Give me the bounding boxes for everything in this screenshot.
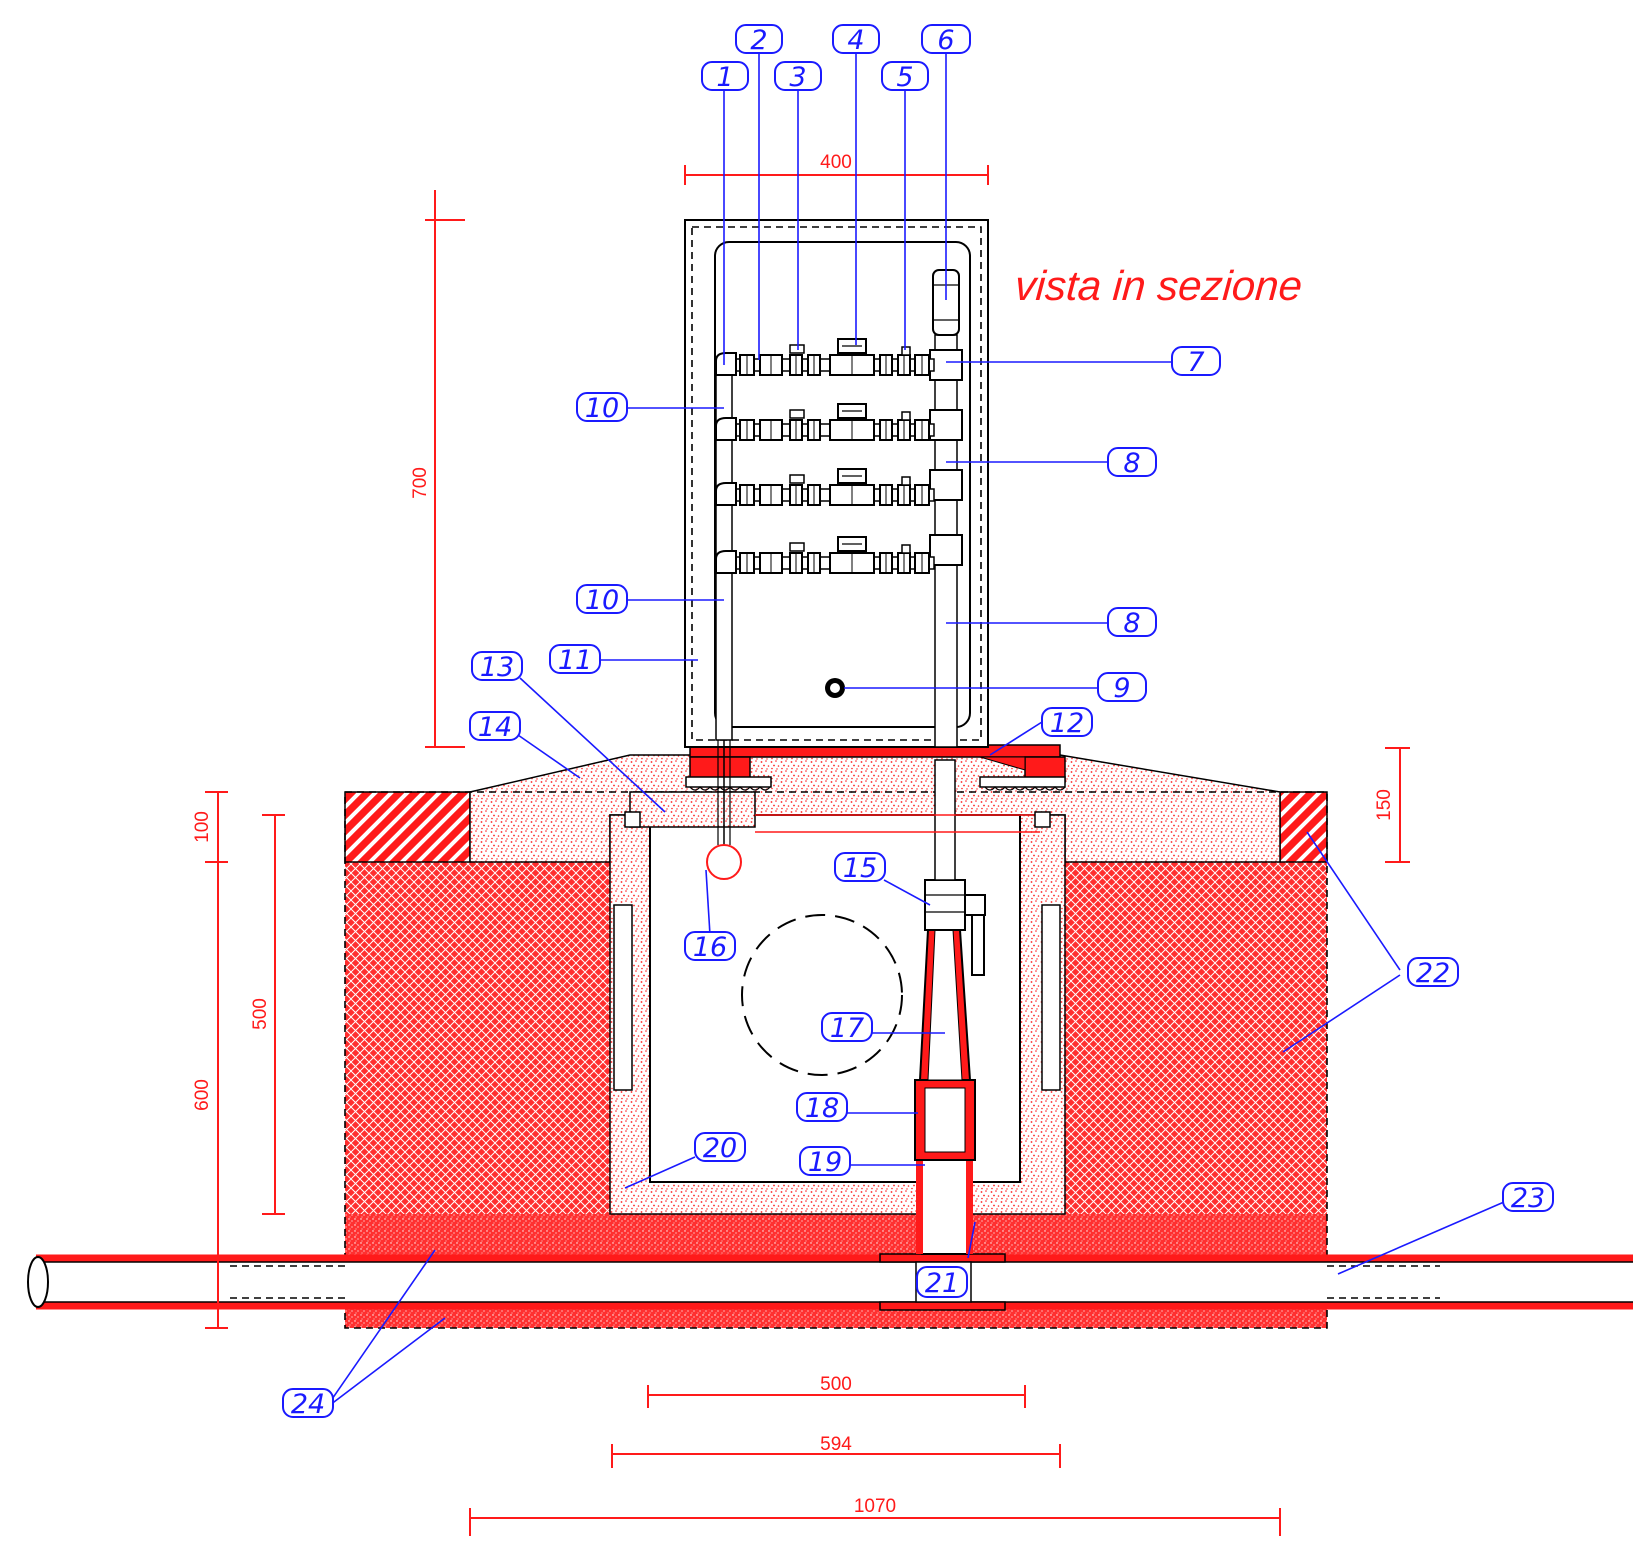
callout-1-text: 1 [716,62,733,93]
callout-10-lower-text: 10 [585,585,619,616]
callout-2: 2 [735,24,783,56]
branch-rows [715,338,935,574]
callout-8-upper-text: 8 [1123,448,1140,479]
branch-row [715,403,935,441]
callout-2-text: 2 [750,25,767,56]
callout-23-text: 23 [1511,1183,1545,1214]
drain-hole [706,844,742,880]
branch-row [715,338,935,376]
callout-12: 12 [1041,707,1093,739]
callout-9-text: 9 [1113,673,1130,704]
dim-1070: 1070 [854,1496,896,1517]
dim-500-vertical: 500 [250,998,271,1030]
callout-7: 7 [1171,346,1221,378]
callout-20: 20 [694,1132,746,1164]
callout-4: 4 [832,24,880,56]
callout-24-text: 24 [291,1389,325,1420]
callout-20-text: 20 [703,1133,737,1164]
callout-7-text: 7 [1187,347,1204,378]
callout-5-text: 5 [896,62,913,93]
callout-11-text: 11 [558,645,592,676]
riser-assembly [914,759,986,1255]
callout-18-text: 18 [805,1093,839,1124]
callout-9: 9 [1097,672,1147,704]
dim-150: 150 [1374,789,1395,821]
view-title: vista in sezione [1013,262,1303,309]
callout-6: 6 [921,24,971,56]
callout-14: 14 [469,711,521,743]
callout-19-text: 19 [808,1147,842,1178]
callout-21: 21 [916,1266,968,1299]
callout-17-text: 17 [830,1013,864,1044]
callout-leaders [329,52,1505,1406]
dim-700: 700 [410,467,431,499]
callout-14-text: 14 [478,712,512,743]
manifold [715,269,963,845]
dimension-labels: 400 700 100 600 500 150 500 594 1070 [192,152,1395,1517]
dim-600: 600 [192,1079,213,1111]
callout-22: 22 [1407,957,1459,989]
branch-row [715,468,935,506]
callout-4-text: 4 [847,25,864,56]
callout-17: 17 [821,1012,873,1044]
callout-8-upper: 8 [1107,447,1157,479]
callout-5: 5 [881,61,929,93]
callout-24: 24 [282,1388,334,1420]
dim-594: 594 [820,1434,852,1455]
dim-500-horizontal: 500 [820,1374,852,1395]
callout-15: 15 [834,852,886,884]
callout-10-upper: 10 [576,392,628,424]
callout-16-text: 16 [693,932,727,963]
dim-400: 400 [820,152,852,173]
branch-row [715,536,935,574]
callout-22-text: 22 [1416,958,1450,989]
dimension-lines [205,165,1410,1536]
callout-3-text: 3 [789,62,806,93]
callout-18: 18 [796,1092,848,1124]
callout-3: 3 [774,61,822,93]
callout-23: 23 [1502,1182,1554,1214]
dim-100: 100 [192,811,213,843]
callout-8-lower: 8 [1107,607,1157,639]
callout-12-text: 12 [1050,708,1084,739]
callout-1: 1 [701,61,749,93]
callout-15-text: 15 [843,853,877,884]
callout-21-text: 21 [925,1268,959,1299]
callout-10-upper-text: 10 [585,393,619,424]
callout-10-lower: 10 [576,584,628,616]
callout-13-text: 13 [480,652,514,683]
callout-8-lower-text: 8 [1123,608,1140,639]
callout-6-text: 6 [937,25,954,56]
callout-13: 13 [471,651,523,683]
main-pipe [27,1253,1633,1311]
callout-11: 11 [549,644,601,676]
callout-16: 16 [684,931,736,963]
callout-19: 19 [799,1146,851,1178]
